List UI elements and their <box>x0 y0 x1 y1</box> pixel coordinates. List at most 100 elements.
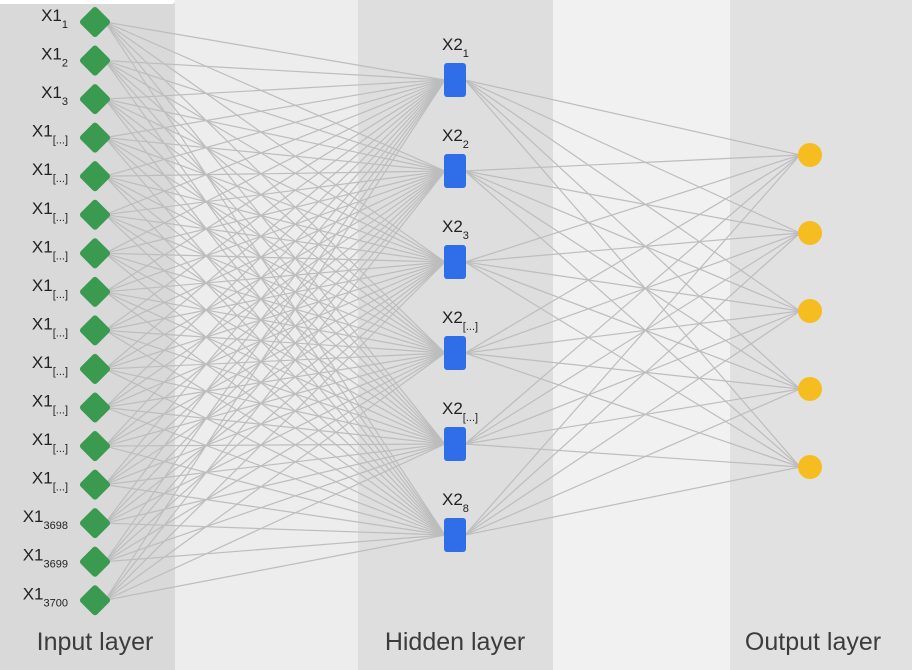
edge-input-2-hidden-5 <box>104 60 446 445</box>
edge-hidden-4-output-5 <box>464 352 801 468</box>
edge-input-3-hidden-5 <box>104 98 446 445</box>
hidden-node-label: X28 <box>442 490 469 515</box>
hidden-node-1 <box>444 63 466 97</box>
edge-input-10-hidden-1 <box>104 79 446 370</box>
edge-hidden-5-output-2 <box>464 232 801 445</box>
input-node-label: X13700 <box>23 584 68 609</box>
edge-input-13-hidden-3 <box>104 261 446 486</box>
input-node-label: X13 <box>41 83 68 108</box>
edge-input-5-hidden-1 <box>104 79 446 177</box>
edge-input-3-hidden-2 <box>104 98 446 172</box>
output-layer-band <box>730 0 912 670</box>
input-node-label: X1[...] <box>32 199 68 224</box>
edge-input-16-hidden-1 <box>104 79 446 601</box>
edge-hidden-5-output-3 <box>464 310 801 445</box>
edge-input-16-hidden-5 <box>104 443 446 601</box>
edge-input-8-hidden-6 <box>104 291 446 536</box>
hidden-node-label: X22 <box>442 126 469 151</box>
hidden-node-label: X2[...] <box>442 308 478 333</box>
hidden-node-2 <box>444 154 466 188</box>
edge-input-11-hidden-5 <box>104 406 446 445</box>
edge-hidden-4-output-4 <box>464 352 801 390</box>
edge-hidden-6-output-1 <box>464 154 801 536</box>
output-node-5 <box>798 455 822 479</box>
edge-input-8-hidden-2 <box>104 170 446 293</box>
edge-input-15-hidden-1 <box>104 79 446 563</box>
input-node-3 <box>79 84 111 115</box>
edge-input-14-hidden-4 <box>104 352 446 524</box>
edge-input-13-hidden-4 <box>104 352 446 486</box>
edge-input-10-hidden-4 <box>104 352 446 370</box>
edge-input-5-hidden-3 <box>104 175 446 263</box>
edge-input-8-hidden-3 <box>104 261 446 293</box>
edge-hidden-5-output-4 <box>464 388 801 445</box>
output-layer-label: Output layer <box>745 628 881 656</box>
edge-input-6-hidden-5 <box>104 214 446 445</box>
cropped-title-fragment <box>0 0 175 4</box>
edge-input-12-hidden-2 <box>104 170 446 447</box>
edge-input-9-hidden-1 <box>104 79 446 331</box>
edge-input-16-hidden-4 <box>104 352 446 601</box>
edge-input-16-hidden-2 <box>104 170 446 601</box>
edge-input-3-hidden-4 <box>104 98 446 354</box>
edge-input-2-hidden-1 <box>104 59 446 81</box>
input-node-label: X1[...] <box>32 353 68 378</box>
input-node-label: X1[...] <box>32 122 68 147</box>
input-node-8 <box>79 276 111 307</box>
input-node-label: X13698 <box>23 507 68 532</box>
hidden-node-label: X2[...] <box>442 399 478 424</box>
edge-hidden-4-output-2 <box>464 232 801 354</box>
edge-input-11-hidden-4 <box>104 352 446 409</box>
edge-input-12-hidden-3 <box>104 261 446 447</box>
edge-input-12-hidden-4 <box>104 352 446 447</box>
input-node-11 <box>79 392 111 423</box>
edge-input-13-hidden-2 <box>104 170 446 486</box>
edge-hidden-2-output-3 <box>464 170 801 312</box>
input-node-label: X1[...] <box>32 276 68 301</box>
edge-hidden-3-output-2 <box>464 232 801 263</box>
edge-hidden-1-output-4 <box>464 79 801 390</box>
edge-input-7-hidden-3 <box>104 252 446 263</box>
edge-input-1-hidden-4 <box>104 21 446 354</box>
edge-input-7-hidden-1 <box>104 79 446 254</box>
edge-hidden-6-output-4 <box>464 388 801 536</box>
hidden-node-label: X23 <box>442 217 469 242</box>
input-node-13 <box>79 469 111 500</box>
edge-input-9-hidden-6 <box>104 329 446 536</box>
edge-input-4-hidden-1 <box>104 79 446 139</box>
edge-input-16-hidden-3 <box>104 261 446 601</box>
edge-input-6-hidden-4 <box>104 214 446 354</box>
edge-hidden-3-output-4 <box>464 261 801 390</box>
input-node-9 <box>79 315 111 346</box>
input-node-label: X1[...] <box>32 469 68 494</box>
edge-input-7-hidden-4 <box>104 252 446 354</box>
edge-input-4-hidden-3 <box>104 137 446 263</box>
output-node-3 <box>798 299 822 323</box>
input-node-label: X13699 <box>23 546 68 571</box>
edge-input-4-hidden-2 <box>104 137 446 172</box>
input-layer-label: Input layer <box>37 628 154 656</box>
edge-hidden-2-output-2 <box>464 170 801 234</box>
input-node-label: X1[...] <box>32 237 68 262</box>
edge-input-2-hidden-6 <box>104 60 446 536</box>
edges-group <box>104 21 801 601</box>
edge-input-11-hidden-2 <box>104 170 446 408</box>
edge-input-5-hidden-6 <box>104 175 446 536</box>
edge-input-15-hidden-3 <box>104 261 446 563</box>
hidden-node-label: X21 <box>442 35 469 60</box>
hidden-layer-label: Hidden layer <box>385 628 525 656</box>
edge-input-7-hidden-5 <box>104 252 446 445</box>
edge-hidden-1-output-3 <box>464 79 801 312</box>
edge-input-9-hidden-3 <box>104 261 446 331</box>
hidden-layer-band <box>358 0 553 670</box>
edge-input-15-hidden-4 <box>104 352 446 563</box>
edge-input-11-hidden-3 <box>104 261 446 409</box>
edge-input-10-hidden-2 <box>104 170 446 370</box>
edge-input-2-hidden-3 <box>104 60 446 263</box>
edge-input-6-hidden-3 <box>104 214 446 263</box>
edge-input-2-hidden-2 <box>104 59 446 172</box>
input-node-1 <box>79 6 111 38</box>
edge-input-1-hidden-6 <box>104 21 446 536</box>
